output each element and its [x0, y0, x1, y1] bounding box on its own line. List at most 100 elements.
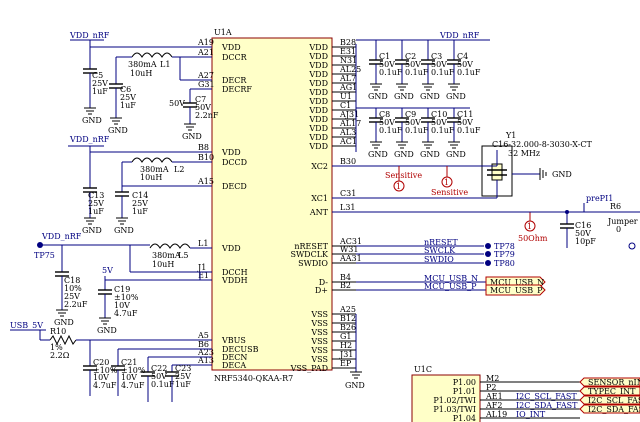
usb-cap-v: 10V: [93, 373, 109, 382]
net-label: nRESET: [424, 238, 458, 247]
u1c-net: I2C_SDA_FAST: [516, 401, 578, 410]
c6-v: 25V: [120, 93, 136, 102]
u1a-vdd-pinname: VDD: [308, 106, 328, 115]
c14-ref: C14: [132, 191, 148, 200]
usb-net-label: MCU_USB_N: [424, 274, 478, 283]
usb-cap-tol: ±10%: [93, 366, 118, 375]
c18-val: 2.2uF: [64, 300, 88, 309]
u1a-sig-pinnum: AA31: [339, 254, 362, 263]
u1a-left-pinname: DCCH: [222, 268, 248, 277]
y1-part: C16-32.000-8-3030-X-CT: [492, 140, 593, 149]
net-5v: 5V: [102, 266, 113, 275]
net-prepi1: prePI1: [586, 194, 613, 203]
u1a-vdd-pinname: VDD: [308, 115, 328, 124]
u1c-pinname: P1.03/TWI: [433, 405, 476, 414]
cap-top-val: 0.1uF: [379, 68, 403, 77]
u1c-pinname: P1.02/TWI: [433, 396, 476, 405]
gnd-label: GND: [97, 326, 117, 335]
u1c-pinnum: AF2: [485, 401, 502, 410]
testpoint-label: TP79: [494, 250, 515, 259]
usb-cap-ref: C22: [151, 364, 167, 373]
usb-cap-ref: C20: [93, 358, 109, 367]
gnd-label: GND: [368, 150, 388, 159]
u1a-vdd-pinname: VDD: [308, 70, 328, 79]
l2-value: 10uH: [140, 173, 162, 182]
u1a-vss-pinnum: B12: [340, 314, 356, 323]
ant-network: prePI1 C16 50V 10pF R6 Jumper 0: [332, 194, 640, 250]
usb-cap-ref: C21: [121, 358, 137, 367]
u1a-vdd-pinname: VDD: [308, 88, 328, 97]
vss-bus: GND: [345, 314, 365, 390]
r10-val: 2.2Ω: [50, 351, 70, 360]
u1a-body: [211, 37, 333, 371]
cap-mid-val: 0.1uF: [457, 126, 481, 135]
cap-mid-ref: C11: [457, 110, 473, 119]
sensitive-marker-2: 1 Sensitive: [431, 166, 468, 197]
u1a-vdd-pinname: VDD: [308, 133, 328, 142]
u1a-sig-pinnum: B30: [340, 157, 356, 166]
u1a-vdd-pinname: VDD: [308, 97, 328, 106]
u1a-sig-pinnum: B4: [340, 273, 351, 282]
l5-block: VDD_nRF TP75 380mA L5 10uH C18 10% 25V 2…: [34, 232, 212, 318]
gnd-label: GND: [108, 126, 128, 135]
u1a-left-pinnum: B6: [198, 340, 209, 349]
u1a-left-pinname: DECUSB: [222, 345, 259, 354]
c18-ref: C18: [64, 276, 80, 285]
c19-tol: ±10%: [114, 293, 139, 302]
u1a-left-pinname: VDD: [221, 43, 241, 52]
u1a-left-pinname: DCCR: [222, 53, 248, 62]
c18-tol: 10%: [64, 284, 82, 293]
u1a-vdd-pinnum: AJ31: [339, 110, 359, 119]
usb-cap-v: 50V: [151, 372, 167, 381]
u1a-sig-pinnum: W31: [340, 245, 358, 254]
cap-top-v: 50V: [405, 60, 421, 69]
u1c-pinname: P1.01: [453, 387, 476, 396]
u1a-left-pinname: VDD: [221, 244, 241, 253]
u1c-port: [579, 386, 640, 396]
c7-ref: C7: [195, 95, 206, 104]
u1a-vdd-pinnum: E31: [340, 47, 356, 56]
r6-val: Jumper: [607, 217, 638, 226]
c19-ref: C19: [114, 285, 130, 294]
cap-mid-v: 50V: [379, 118, 395, 127]
gnd-label: GND: [420, 92, 440, 101]
u1c-net: I2C_SCL_FAST: [516, 392, 577, 401]
u1a-left-pinname: DECN: [222, 353, 247, 362]
cap-top-v: 50V: [379, 60, 395, 69]
u1a-sig-pinname: ANT: [309, 208, 329, 217]
u1a-vss-pinnum: B26: [340, 323, 356, 332]
l5-inductor: [149, 243, 191, 249]
u1a-vdd-pinnum: AL3: [339, 128, 356, 137]
c18-v: 25V: [64, 292, 80, 301]
gnd-label: GND: [394, 92, 414, 101]
testpoint-dot: [485, 243, 491, 249]
u1a-left-pinname: DECD: [222, 182, 247, 191]
usb-cap-ref: C23: [175, 364, 191, 373]
cap-mid-v: 50V: [431, 118, 447, 127]
testpoint-dot: [485, 260, 491, 266]
u1c-port: [579, 395, 640, 405]
l1-block: VDD_nRF C5 25V 1uF 380mA L1 10uH C6 25V …: [69, 31, 219, 124]
cap-top-val: 0.1uF: [457, 68, 481, 77]
y1-ref: Y1: [505, 131, 516, 140]
u1a-ref: U1A: [214, 28, 232, 37]
u1a-sig-pinnum: B2: [340, 281, 351, 290]
u1c-pinnum: M2: [486, 374, 499, 383]
u1c-port: [579, 404, 640, 414]
u1a-vdd-pinnum: AG1: [339, 83, 357, 92]
cap-mid-val: 0.1uF: [379, 126, 403, 135]
u1a-vdd-pinnum: AL25: [339, 65, 361, 74]
c14-v: 25V: [132, 199, 148, 208]
u1c-pinname: P1.00: [453, 378, 476, 387]
c14-val: 1uF: [132, 207, 148, 216]
c6-val: 1uF: [120, 101, 136, 110]
c13-v: 25V: [88, 199, 104, 208]
l2-current: 380mA: [140, 165, 169, 174]
u1a-left-pinnum: J1: [197, 263, 206, 272]
c19-v: 10V: [114, 301, 130, 310]
usb-cap-v: 25V: [175, 372, 191, 381]
gnd-label: GND: [82, 226, 102, 235]
